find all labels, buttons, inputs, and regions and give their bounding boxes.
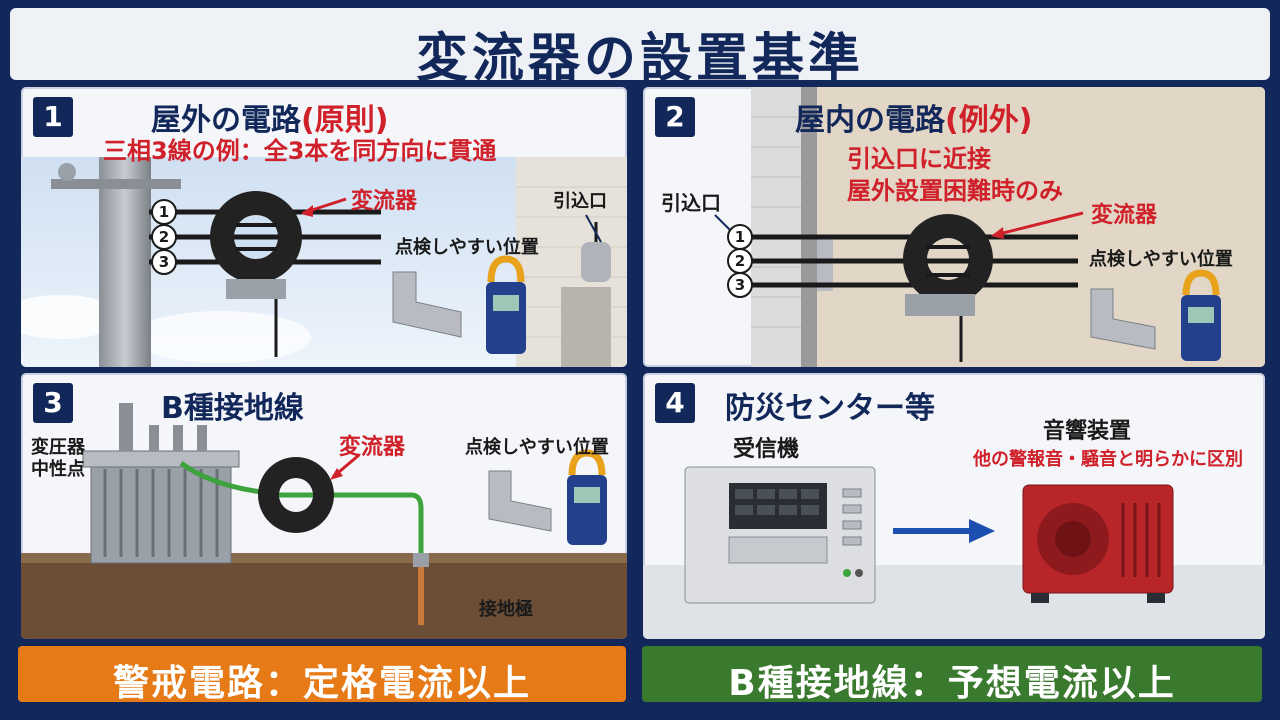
entry-box (581, 242, 611, 282)
interior-wall (751, 87, 1265, 367)
inspect-label: 点検しやすい位置 (395, 237, 539, 258)
ct-bracket (905, 294, 975, 316)
footer-right-text: B種接地線：予想電流以上 (728, 663, 1176, 704)
panel-heading: 屋内の電路(例外) (795, 103, 1033, 138)
entry-label: 引込口 (553, 191, 607, 212)
wire-number: 2 (727, 248, 753, 274)
clamp-meter (1181, 295, 1221, 361)
inspect-label: 点検しやすい位置 (1089, 249, 1233, 270)
clamp-meter (486, 282, 526, 354)
entry-label: 引込口 (661, 191, 721, 215)
panel-subheading: 三相3線の例：全3本を同方向に貫通 (103, 137, 497, 165)
ground-soil (21, 561, 627, 639)
panel-number: 2 (655, 97, 695, 137)
cloud (21, 295, 121, 339)
window-frame (561, 287, 611, 367)
panel-number: 3 (33, 383, 73, 423)
cloud (131, 311, 311, 363)
transformer-label-1: 変圧器 (31, 437, 85, 458)
footer-left-text: 警戒電路：定格電流以上 (112, 663, 531, 704)
mounting-bracket (1090, 288, 1156, 350)
mounting-bracket (488, 470, 552, 532)
panel-b-ground: 3 B種接地線 変圧器 中性点 変流器 点検しやすい位置 接地極 (18, 370, 630, 642)
ct-pointer (994, 211, 1084, 237)
ct-label: 変流器 (1091, 203, 1158, 228)
clamp-meter (567, 475, 607, 545)
inspect-label: 点検しやすい位置 (465, 437, 609, 458)
bushings (119, 403, 207, 451)
page-title: 変流器の設置基準 (415, 29, 864, 89)
panel-indoor: 2 屋内の電路(例外) 引込口に近接 屋外設置困難時のみ 引込口 変流器 点検し… (640, 84, 1268, 370)
mounting-bracket (392, 271, 462, 338)
ground-label: 接地極 (479, 599, 533, 620)
wire-number: 2 (151, 224, 177, 250)
ct-bracket (226, 279, 286, 299)
panel-heading: 防災センター等 (725, 391, 935, 426)
footer-left: 警戒電路：定格電流以上 (18, 646, 626, 704)
outdoor-illustration (21, 157, 627, 367)
wire-number: 3 (727, 272, 753, 298)
ct-label: 変流器 (339, 435, 406, 460)
brick-wall (751, 87, 801, 367)
ct-label: 変流器 (351, 189, 418, 214)
receiver-illustration (643, 466, 1265, 639)
alarm-label: 音響装置 (1043, 419, 1132, 444)
footer-right: B種接地線：予想電流以上 (642, 646, 1262, 704)
panel-number: 4 (655, 383, 695, 423)
wire-number: 3 (151, 249, 177, 275)
grounding-illustration (21, 403, 627, 639)
wire-number: 1 (727, 224, 753, 250)
panel-outdoor: 1 屋外の電路(原則) 三相3線の例：全3本を同方向に貫通 変流器 引込口 点検… (18, 84, 630, 370)
cross-arm (51, 179, 181, 189)
wire-number: 1 (151, 199, 177, 225)
transformer-label-2: 中性点 (31, 459, 85, 480)
panel-disaster-center: 4 防災センター等 受信機 音響装置 他の警報音・騒音と明らかに区別 (640, 370, 1268, 642)
panel-number: 1 (33, 97, 73, 137)
note-line-2: 屋外設置困難時のみ (847, 177, 1063, 205)
receiver-label: 受信機 (733, 437, 800, 462)
panel-heading: 屋外の電路(原則) (151, 103, 389, 138)
panel-heading: B種接地線 (161, 391, 304, 426)
insulator (58, 163, 76, 181)
indoor-illustration (714, 87, 1265, 367)
alarm-note: 他の警報音・騒音と明らかに区別 (973, 449, 1243, 470)
utility-pole (99, 157, 151, 367)
title-bar: 変流器の設置基準 (10, 8, 1270, 89)
note-line-1: 引込口に近接 (847, 145, 991, 173)
